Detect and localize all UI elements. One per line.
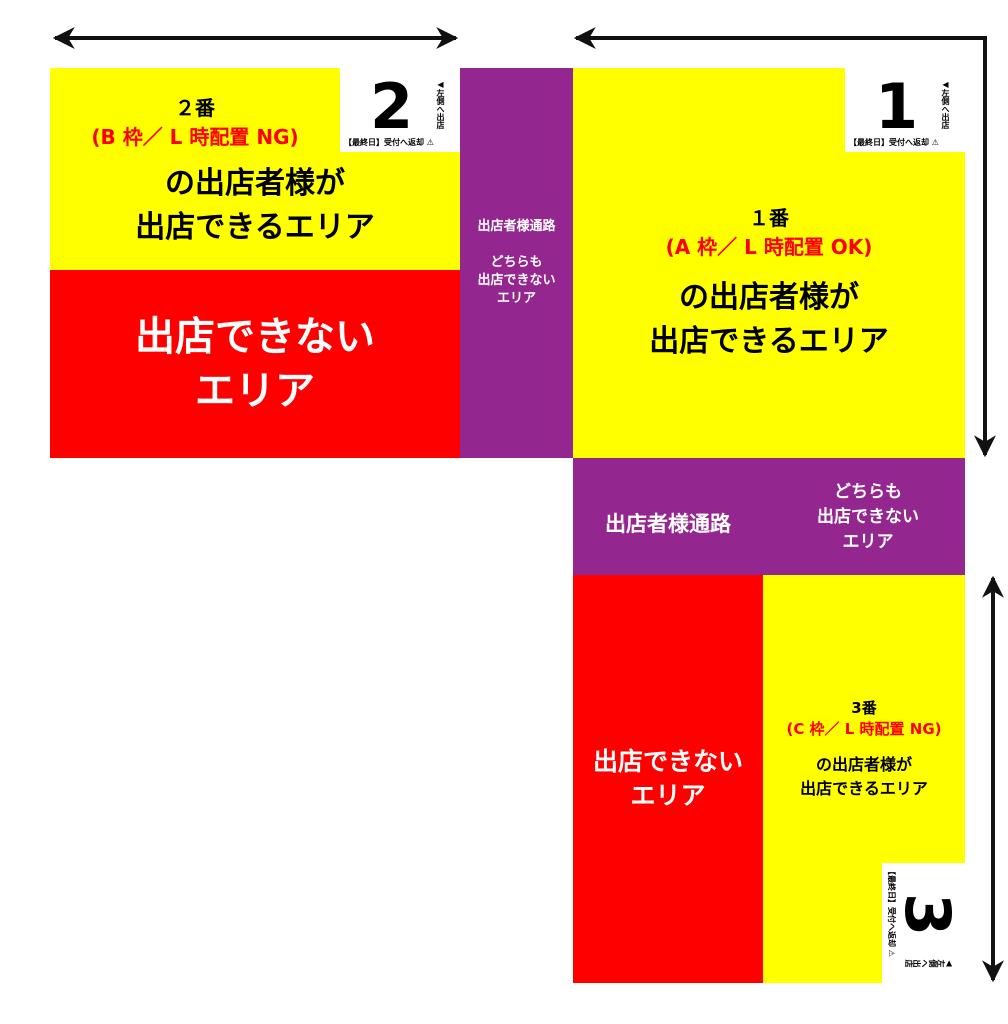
passage-vertical-note1: どちらも: [490, 255, 543, 270]
area-2-frame: (B 枠／ L 時配置 NG): [91, 125, 299, 149]
area-3-frame: (C 枠／ L 時配置 NG): [786, 720, 942, 738]
no-area-bottom: 出店できない エリア: [573, 575, 763, 983]
no-area-bottom-line1: 出店できない: [592, 747, 743, 776]
area-1-card-bottom: 【最終日】受付へ返却 ⚠: [849, 138, 939, 147]
area-1-line2: 出店できるエリア: [649, 324, 889, 359]
area-2-line1: の出店者様が: [165, 166, 345, 201]
area-1-card-side: ◀左側へ出店: [941, 80, 950, 129]
passage-vertical-note3: エリア: [496, 291, 536, 306]
area-2-card-side: ◀左側へ出店: [436, 80, 445, 129]
area-1-line1: の出店者様が: [679, 280, 859, 315]
passage-horizontal-note3: エリア: [842, 532, 894, 552]
area-1-number: 1: [875, 70, 919, 143]
area-3-line1: の出店者様が: [815, 755, 912, 774]
area-1-title: １番: [749, 206, 789, 230]
area-2-card-bottom: 【最終日】受付へ返却 ⚠: [344, 138, 434, 147]
passage-vertical-note2: 出店できない: [477, 273, 556, 288]
area-3-line2: 出店できるエリア: [800, 779, 928, 798]
area-2-title: ２番: [175, 96, 215, 120]
no-area-left-line1: 出店できない: [135, 314, 375, 360]
passage-vertical: 出店者様通路 どちらも 出店できない エリア: [460, 68, 573, 458]
area-3-title: 3番: [851, 699, 877, 717]
area-2-line2: 出店できるエリア: [135, 210, 375, 245]
area-2-number-card: 2 ◀左側へ出店 【最終日】受付へ返却 ⚠: [340, 68, 460, 152]
passage-horizontal: 出店者様通路 どちらも 出店できない エリア: [573, 458, 965, 575]
area-3-card-side: ◀左側へ出店: [905, 959, 954, 968]
arrow-area1-l-shape: [573, 27, 996, 458]
passage-horizontal-note1: どちらも: [834, 482, 902, 502]
passage-vertical-label: 出店者様通路: [477, 219, 556, 234]
area-2-number: 2: [370, 70, 414, 143]
area-3-card-bottom: 【最終日】受付へ返却 ⚠: [887, 867, 896, 957]
area-1-frame: (A 枠／ L 時配置 OK): [665, 235, 873, 259]
no-area-bottom-line2: エリア: [630, 781, 706, 810]
area-3-number-card: 3 ◀左側へ出店 【最終日】受付へ返却 ⚠: [882, 863, 966, 983]
passage-horizontal-note2: 出店できない: [817, 507, 919, 527]
no-area-left-line2: エリア: [195, 368, 315, 414]
passage-horizontal-note: どちらも 出店できない エリア: [798, 480, 938, 555]
area-3-number: 3: [891, 893, 964, 937]
no-area-left: 出店できない エリア: [50, 270, 460, 458]
passage-horizontal-label: 出店者様通路: [605, 512, 731, 536]
area-1-number-card: 1 ◀左側へ出店 【最終日】受付へ返却 ⚠: [845, 68, 965, 152]
